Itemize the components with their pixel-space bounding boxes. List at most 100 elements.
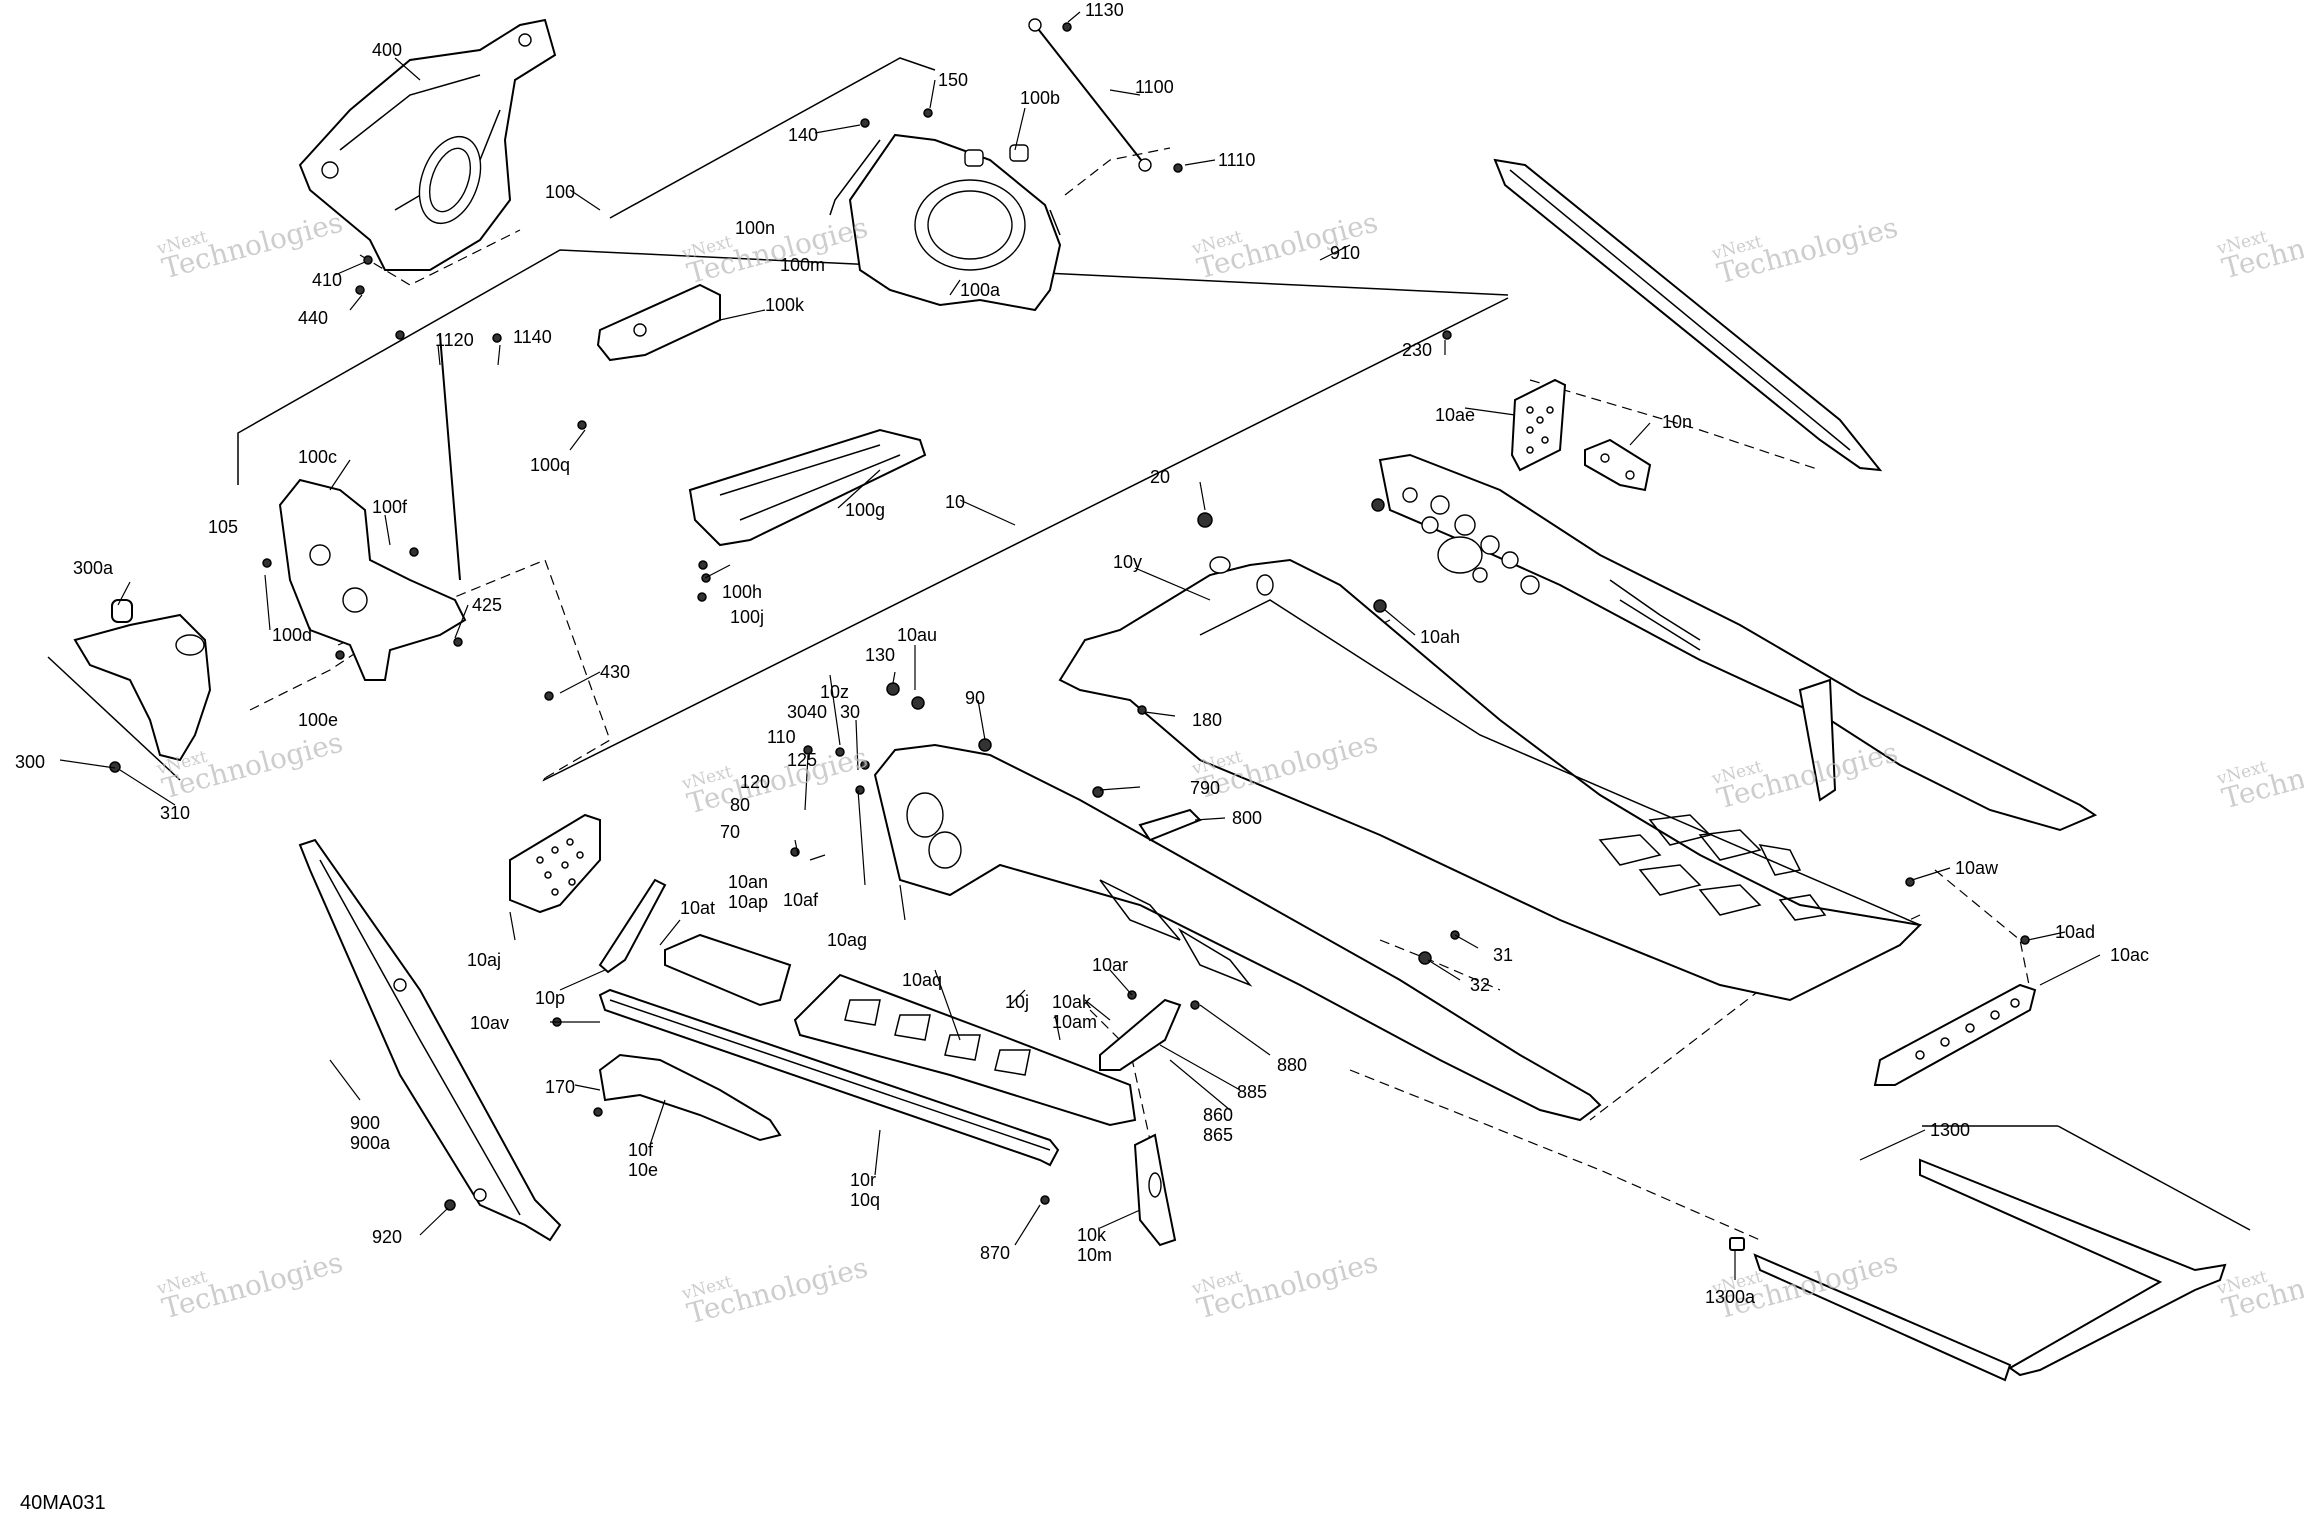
part-label: 120 [740,772,771,792]
part-100a-rear-frame [829,133,1062,312]
part-label: 900a [350,1133,391,1153]
part-label: 31 [1493,945,1514,965]
part-label: 310 [160,803,191,823]
part-label: 90 [965,688,986,708]
part-10n-bracket [1584,438,1652,492]
part-label: 870 [980,1243,1011,1263]
part-label: 300 [15,752,46,772]
part-label: 20 [1150,467,1171,487]
part-label: 100b [1020,88,1061,108]
part-label: 880 [1277,1055,1308,1075]
part-label: 100c [298,447,338,467]
part-label: 100d [272,625,313,645]
part-label: 10ac [2110,945,2150,965]
part-10at-bracket [664,933,792,1007]
part-10y-tunnel [1058,556,1923,1002]
part-label: 32 [1470,975,1491,995]
part-label: 10ap [728,892,769,912]
part-100c-frame-side [278,334,467,681]
document-code: 40MA031 [20,1492,106,1514]
part-label: 100m [780,255,826,275]
part-label: 10ah [1420,627,1461,647]
part-10r-running-board [598,988,1060,1167]
part-400-front-frame [298,18,557,271]
part-label: 1140 [513,327,552,347]
part-label: 10an [728,872,769,892]
part-label: 10n [1662,412,1693,432]
part-label: 100j [730,607,765,627]
leader-lines [59,11,2101,1280]
part-label: 100g [845,500,886,520]
part-label: 885 [1237,1082,1268,1102]
part-label: 400 [372,40,403,60]
part-label: 1110 [1218,150,1256,170]
part-label: 910 [1330,243,1361,263]
part-right-side-rail [1378,453,2098,832]
part-1300-bumper [1729,1158,2227,1382]
part-label: 920 [372,1227,403,1247]
part-label: 10ak [1052,992,1092,1012]
part-10ae-plate [1510,378,1567,472]
part-label: 900 [350,1113,381,1133]
part-label: 10ad [2055,922,2096,942]
part-10p-strut [598,878,667,974]
part-label: 10am [1052,1012,1098,1032]
part-label: 10f [628,1140,654,1160]
part-label: 100 [545,182,576,202]
part-label: 10p [535,988,566,1008]
part-label: 10at [680,898,716,918]
part-label: 70 [720,822,741,842]
part-label: 170 [545,1077,576,1097]
part-label: 100f [372,497,408,517]
part-label: 140 [788,125,819,145]
part-label: 790 [1190,778,1221,798]
part-label: 10af [783,890,819,910]
part-label: 425 [472,595,503,615]
part-label: 10ar [1092,955,1129,975]
part-label: 130 [865,645,896,665]
part-label: 110 [767,727,796,747]
part-label: 150 [938,70,969,90]
part-label: 440 [298,308,329,328]
part-center-rail [873,743,1602,1122]
part-1100-strut [1028,18,1152,172]
part-label: 10 [945,492,966,512]
part-label: 100n [735,218,776,238]
part-label: 230 [1402,340,1433,360]
part-860-bracket [1099,998,1182,1071]
part-10ac-footrest [1873,983,2037,1086]
part-label: 10e [628,1160,659,1180]
part-300-bracket [73,599,212,762]
part-label: 10ae [1435,405,1476,425]
part-label: 80 [730,795,751,815]
part-label: 10aw [1955,858,1999,878]
part-10f-bracket [598,1053,782,1142]
part-label: 30 [840,702,861,722]
part-10aq-step [793,973,1137,1127]
part-800-plate [1138,808,1202,842]
part-910-rail [1493,158,1883,472]
part-label: 1130 [1085,0,1124,20]
part-label: 100h [722,582,763,602]
part-label: 865 [1203,1125,1234,1145]
part-label: 100e [298,710,339,730]
part-label: 180 [1192,710,1223,730]
part-label: 10m [1077,1245,1113,1265]
part-label: 10j [1005,992,1030,1012]
part-100k-cover [596,283,721,362]
part-label: 10ag [827,930,868,950]
part-label: 10y [1113,552,1143,572]
part-label: 10au [897,625,938,645]
part-label: 100q [530,455,571,475]
part-label: 10q [850,1190,881,1210]
part-label: 410 [312,270,343,290]
part-label: 1120 [435,330,474,350]
part-label: 105 [208,517,239,537]
part-label: 1100 [1135,77,1174,97]
part-label: 100a [960,280,1001,300]
part-label: 10z [820,682,850,702]
part-label: 100k [765,295,805,315]
part-label: 800 [1232,808,1263,828]
part-10aj-panel [509,813,601,914]
part-10k-bracket [1133,1133,1177,1247]
